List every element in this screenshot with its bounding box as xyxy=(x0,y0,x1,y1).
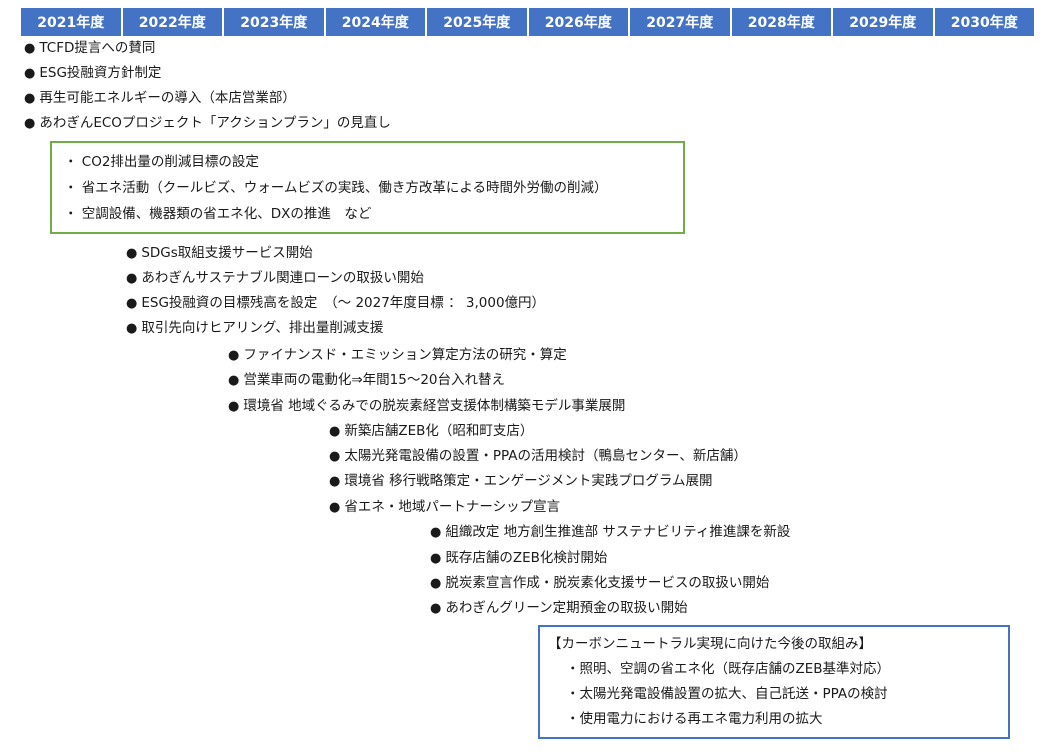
item-text: TCFD提言への賛同 xyxy=(39,40,156,56)
year-header-bar: 2021年度 2022年度 2023年度 2024年度 2025年度 2026年… xyxy=(21,8,1034,36)
timeline-item: ●ESG投融資方針制定 xyxy=(24,64,161,83)
item-text: 取引先向けヒアリング、排出量削減支援 xyxy=(141,320,384,336)
item-text: ESG投融資方針制定 xyxy=(39,65,162,81)
bullet-icon: ● xyxy=(329,449,341,464)
timeline-item: ●環境省 移行戦略策定・エンゲージメント実践プログラム展開 xyxy=(329,472,712,491)
year-2025: 2025年度 xyxy=(427,8,527,36)
item-text: あわぎんサステナブル関連ローンの取扱い開始 xyxy=(141,270,424,286)
bullet-icon: ● xyxy=(329,424,341,439)
bullet-icon: ● xyxy=(126,296,138,311)
year-2030: 2030年度 xyxy=(934,8,1034,36)
year-2029: 2029年度 xyxy=(833,8,933,36)
bullet-icon: ● xyxy=(228,373,240,388)
timeline-item: ●ESG投融資の目標残高を設定 （～ 2027年度目標 ： 3,000億円） xyxy=(126,294,545,313)
item-text: SDGs取組支援サービス開始 xyxy=(141,245,313,261)
item-text: ファイナンスド・エミッション算定方法の研究・算定 xyxy=(243,347,567,363)
future-initiatives-line: ・照明、空調の省エネ化（既存店舗のZEB基準対応） xyxy=(566,661,891,677)
bullet-icon: ● xyxy=(329,500,341,515)
action-plan-line: ・ 省エネ活動（クールビズ、ウォームビズの実践、働き方改革による時間外労働の削減… xyxy=(64,180,608,196)
bullet-icon: ● xyxy=(430,601,442,616)
timeline-item: ●環境省 地域ぐるみでの脱炭素経営支援体制構築モデル事業展開 xyxy=(228,397,625,416)
timeline-item: ●あわぎんECOプロジェクト「アクションプラン」の見直し xyxy=(24,114,391,133)
item-text: 環境省 移行戦略策定・エンゲージメント実践プログラム展開 xyxy=(344,473,713,489)
timeline-item: ●SDGs取組支援サービス開始 xyxy=(126,244,313,263)
future-initiatives-title: 【カーボンニュートラル実現に向けた今後の取組み】 xyxy=(548,636,872,652)
timeline-item: ●再生可能エネルギーの導入（本店営業部） xyxy=(24,89,296,108)
bullet-icon: ● xyxy=(329,474,341,489)
year-2027: 2027年度 xyxy=(630,8,730,36)
item-text: 省エネ・地域パートナーシップ宣言 xyxy=(344,499,561,515)
bullet-icon: ● xyxy=(228,348,240,363)
item-text: あわぎんグリーン定期預金の取扱い開始 xyxy=(445,600,688,616)
timeline-item: ●既存店舗のZEB化検討開始 xyxy=(430,549,607,568)
item-text: 営業車両の電動化⇒年間15～20台入れ替え xyxy=(243,372,506,388)
timeline-item: ●省エネ・地域パートナーシップ宣言 xyxy=(329,498,560,517)
item-text: あわぎんECOプロジェクト「アクションプラン」の見直し xyxy=(39,115,391,131)
year-2024: 2024年度 xyxy=(325,8,425,36)
timeline-item: ●新築店舗ZEB化（昭和町支店） xyxy=(329,422,533,441)
item-text: ESG投融資の目標残高を設定 （～ 2027年度目標 ： 3,000億円） xyxy=(141,295,546,311)
item-text: 再生可能エネルギーの導入（本店営業部） xyxy=(39,90,296,106)
timeline-item: ●太陽光発電設備の設置・PPAの活用検討（鴨島センター、新店舗） xyxy=(329,447,747,466)
bullet-icon: ● xyxy=(126,321,138,336)
bullet-icon: ● xyxy=(24,66,36,81)
item-text: 既存店舗のZEB化検討開始 xyxy=(445,550,608,566)
year-2028: 2028年度 xyxy=(731,8,831,36)
bullet-icon: ● xyxy=(430,576,442,591)
year-2026: 2026年度 xyxy=(528,8,628,36)
bullet-icon: ● xyxy=(228,399,240,414)
timeline-item: ●あわぎんサステナブル関連ローンの取扱い開始 xyxy=(126,269,424,288)
year-2021: 2021年度 xyxy=(21,8,121,36)
timeline-item: ●取引先向けヒアリング、排出量削減支援 xyxy=(126,319,383,338)
year-2023: 2023年度 xyxy=(224,8,324,36)
bullet-icon: ● xyxy=(24,116,36,131)
bullet-icon: ● xyxy=(430,525,442,540)
item-text: 太陽光発電設備の設置・PPAの活用検討（鴨島センター、新店舗） xyxy=(344,448,747,464)
timeline-item: ●組織改定 地方創生推進部 サステナビリティ推進課を新設 xyxy=(430,523,790,542)
future-initiatives-box: 【カーボンニュートラル実現に向けた今後の取組み】 ・照明、空調の省エネ化（既存店… xyxy=(538,625,1010,739)
bullet-icon: ● xyxy=(430,551,442,566)
timeline-item: ●TCFD提言への賛同 xyxy=(24,39,155,58)
bullet-icon: ● xyxy=(126,271,138,286)
bullet-icon: ● xyxy=(126,246,138,261)
action-plan-box: ・ CO2排出量の削減目標の設定 ・ 省エネ活動（クールビズ、ウォームビズの実践… xyxy=(50,141,685,234)
action-plan-line: ・ CO2排出量の削減目標の設定 xyxy=(64,154,259,170)
future-initiatives-line: ・太陽光発電設備設置の拡大、自己託送・PPAの検討 xyxy=(566,686,888,702)
year-2022: 2022年度 xyxy=(122,8,222,36)
item-text: 環境省 地域ぐるみでの脱炭素経営支援体制構築モデル事業展開 xyxy=(243,398,626,414)
timeline-item: ●あわぎんグリーン定期預金の取扱い開始 xyxy=(430,599,688,618)
item-text: 新築店舗ZEB化（昭和町支店） xyxy=(344,423,534,439)
item-text: 組織改定 地方創生推進部 サステナビリティ推進課を新設 xyxy=(445,524,791,540)
timeline-item: ●脱炭素宣言作成・脱炭素化支援サービスの取扱い開始 xyxy=(430,574,769,593)
bullet-icon: ● xyxy=(24,91,36,106)
timeline-item: ●ファイナンスド・エミッション算定方法の研究・算定 xyxy=(228,346,567,365)
timeline-item: ●営業車両の電動化⇒年間15～20台入れ替え xyxy=(228,371,505,390)
action-plan-line: ・ 空調設備、機器類の省エネ化、DXの推進 など xyxy=(64,206,372,222)
item-text: 脱炭素宣言作成・脱炭素化支援サービスの取扱い開始 xyxy=(445,575,770,591)
future-initiatives-line: ・使用電力における再エネ電力利用の拡大 xyxy=(566,711,823,727)
bullet-icon: ● xyxy=(24,41,36,56)
